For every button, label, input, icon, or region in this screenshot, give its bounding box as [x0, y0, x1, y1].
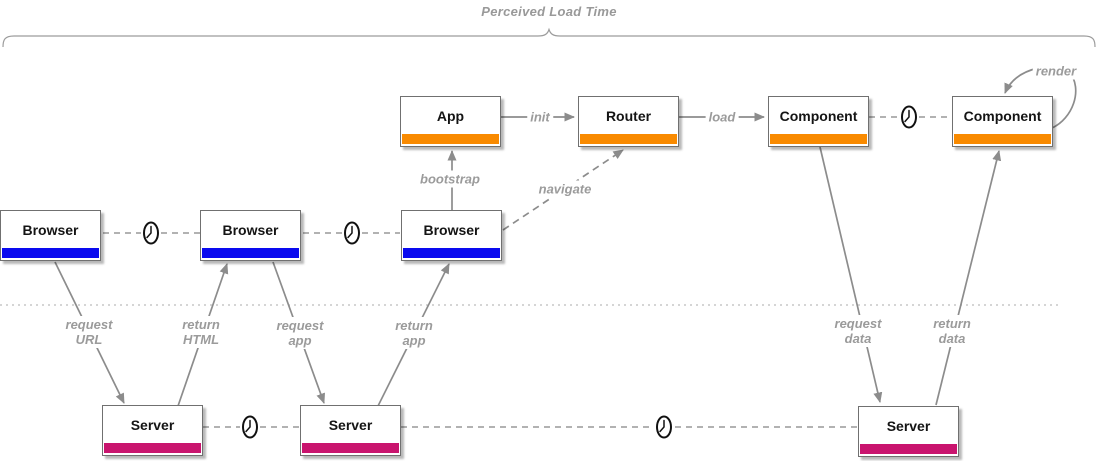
perceived-load-time-title: Perceived Load Time	[481, 4, 617, 19]
clock-icon	[242, 415, 258, 439]
clock-icon	[901, 105, 917, 129]
node-server-1: Server	[102, 405, 203, 456]
node-label: Browser	[222, 222, 279, 238]
node-browser-3: Browser	[401, 210, 502, 261]
node-browser-2: Browser	[200, 210, 301, 261]
browser-activity-bar	[202, 248, 299, 258]
node-label: Router	[605, 108, 652, 124]
node-label: Browser	[423, 222, 480, 238]
node-component-1: Component	[768, 96, 869, 147]
clock-icon	[143, 221, 159, 245]
arrow-return-data	[935, 150, 1002, 406]
edge-label-return-app: return app	[392, 317, 436, 349]
arrow-render-loop-out	[1051, 70, 1077, 129]
node-server-3: Server	[858, 406, 959, 457]
clock-icon	[656, 415, 672, 439]
edge-label-return-data: return data	[930, 315, 974, 347]
server-activity-bar	[860, 444, 957, 454]
module-activity-bar	[402, 134, 499, 144]
edge-label-return-html: return HTML	[179, 316, 223, 348]
node-label: Server	[130, 417, 175, 433]
edge-label-request-app: request app	[273, 317, 327, 349]
node-label: Server	[328, 417, 373, 433]
server-activity-bar	[104, 443, 201, 453]
edge-label-load: load	[705, 108, 739, 126]
edge-label-request-url: request URL	[62, 316, 116, 348]
edge-label-render: render	[1032, 62, 1080, 80]
edge-label-bootstrap: bootstrap	[417, 170, 483, 188]
browser-activity-bar	[403, 248, 500, 258]
edge-label-init: init	[527, 108, 553, 126]
module-activity-bar	[954, 134, 1051, 144]
node-label: Browser	[22, 222, 79, 238]
edge-label-request-data: request data	[831, 315, 885, 347]
module-activity-bar	[580, 134, 677, 144]
clock-icon	[344, 221, 360, 245]
node-label: App	[436, 108, 465, 124]
server-activity-bar	[302, 443, 399, 453]
arrow-request-data	[819, 146, 883, 403]
module-activity-bar	[770, 134, 867, 144]
node-component-2: Component	[952, 96, 1053, 147]
node-router: Router	[578, 96, 679, 147]
edge-label-navigate: navigate	[535, 180, 595, 198]
perceived-load-time-brace	[2, 27, 1096, 48]
node-app: App	[400, 96, 501, 147]
browser-activity-bar	[2, 248, 99, 258]
node-label: Component	[779, 108, 858, 124]
node-label: Server	[886, 418, 931, 434]
timeline-connectors	[103, 116, 951, 428]
node-server-2: Server	[300, 405, 401, 456]
node-label: Component	[963, 108, 1042, 124]
node-browser-1: Browser	[0, 210, 101, 261]
